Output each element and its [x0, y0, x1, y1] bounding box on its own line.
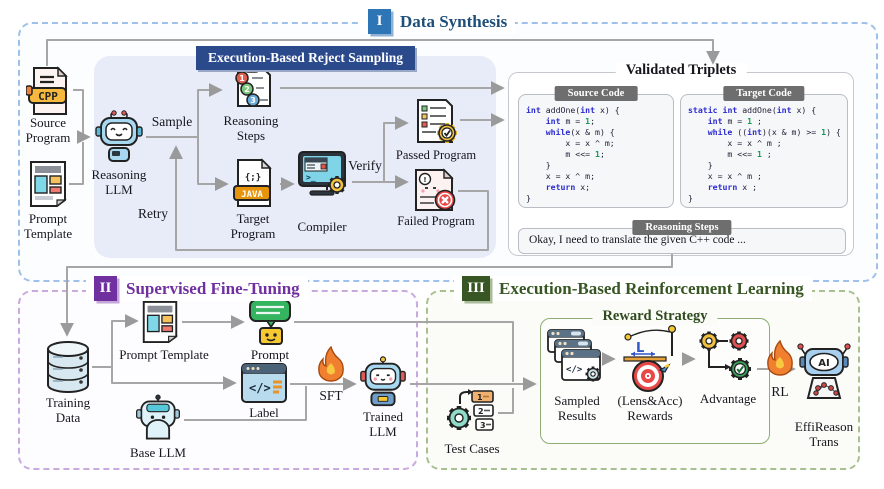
reasoning-steps-icon: 1 2 3: [235, 63, 271, 107]
failed-program-icon: !: [415, 168, 456, 211]
svg-text:1: 1: [239, 74, 245, 83]
reject-sampling-panel-title: Execution-Based Reject Sampling: [196, 46, 415, 70]
advantage-label: Advantage: [699, 391, 757, 406]
section-3-header: III Execution-Based Reinforcement Learni…: [454, 276, 812, 301]
svg-text:3: 3: [250, 96, 256, 105]
sample-edge-label: Sample: [151, 114, 193, 129]
test-cases-icon: 1 2 3: [447, 389, 494, 431]
ai-badge: AI: [818, 358, 829, 369]
reward-strategy-title: Reward Strategy: [592, 308, 718, 325]
lens-letter: L: [636, 341, 644, 356]
source-code-text: int addOne(int x) { int m = 1; while(x &…: [526, 105, 620, 203]
sampled-results-icon: </>: [547, 329, 601, 382]
sft-fire-icon: [318, 346, 344, 382]
label-label: Label: [249, 405, 279, 420]
test-chip-3: 3: [480, 421, 486, 430]
rl-fire-icon: [767, 340, 793, 376]
svg-text:</>: </>: [566, 365, 583, 375]
rewards-target-icon: L: [623, 324, 676, 392]
sft-edge-label: SFT: [319, 388, 343, 403]
svg-text:</>: </>: [249, 381, 271, 395]
section-2-title: Supervised Fine-Tuning: [126, 278, 300, 298]
reasoning-steps-text: Okay, I need to translate the given C++ …: [529, 234, 746, 246]
section-3-numeral-badge: III: [462, 276, 490, 301]
compiler-icon: >_: [298, 151, 346, 196]
passed-program-label: Passed Program: [395, 148, 477, 162]
svg-text:>_: >_: [306, 173, 316, 182]
section-2-header: II Supervised Fine-Tuning: [86, 276, 308, 301]
test-cases-label: Test Cases: [444, 441, 500, 456]
sampled-results-label: Sampled Results: [554, 393, 600, 423]
training-data-icon: [47, 341, 89, 393]
verify-edge-label: Verify: [348, 158, 382, 173]
svg-text:2: 2: [244, 85, 250, 94]
retry-edge-label: Retry: [138, 206, 168, 221]
prompt-icon: [249, 299, 291, 345]
compiler-label: Compiler: [297, 219, 347, 234]
reasoning-llm-label: Reasoning LLM: [91, 167, 147, 197]
base-llm-label: Base LLM: [130, 445, 186, 460]
section-1-title: Data Synthesis: [400, 11, 508, 31]
java-badge: JAVA: [241, 190, 263, 200]
test-chip-2: 2: [478, 407, 484, 416]
target-code-text: static int addOne(int x) { int m = 1 ; w…: [688, 105, 841, 203]
test-chip-1: 1: [477, 393, 483, 402]
advantage-icon: [699, 331, 751, 380]
prompt-template-label: Prompt Template: [23, 211, 73, 241]
rl-edge-label: RL: [771, 384, 789, 399]
section-1-numeral-badge: I: [368, 9, 391, 34]
prompt-label: Prompt: [250, 347, 290, 362]
trained-llm-icon: [360, 356, 406, 407]
effireason-trans-icon: AI: [797, 343, 851, 399]
prompt-template-2-label: Prompt Template: [119, 347, 209, 362]
source-code-block: Source Code int addOne(int x) { int m = …: [518, 86, 674, 208]
reasoning-steps-block: Reasoning Steps Okay, I need to translat…: [518, 220, 846, 254]
source-program-label: Source Program: [25, 115, 71, 145]
validated-triplets-title: Validated Triplets: [615, 62, 747, 79]
target-code-header: Target Code: [723, 86, 805, 101]
failed-program-label: Failed Program: [397, 214, 475, 228]
reasoning-llm-icon: [95, 110, 143, 162]
effireason-trans-label: EffiReason Trans: [794, 419, 854, 449]
source-code-header: Source Code: [554, 86, 638, 101]
target-code-block: Target Code static int addOne(int x) { i…: [680, 86, 848, 208]
base-llm-icon: [135, 394, 181, 440]
rewards-label: (Lens&Acc) Rewards: [617, 393, 683, 423]
cpp-badge: CPP: [38, 90, 58, 103]
trained-llm-label: Trained LLM: [363, 409, 403, 439]
svg-text:!: !: [423, 176, 426, 184]
training-data-label: Training Data: [45, 395, 91, 425]
passed-program-icon: [417, 99, 457, 143]
section-3-title: Execution-Based Reinforcement Learning: [499, 278, 804, 298]
cpp-file-icon: CPP: [26, 66, 68, 115]
target-program-label: Target Program: [230, 211, 276, 241]
java-file-icon: {;} JAVA: [233, 158, 272, 207]
label-icon: </>: [241, 363, 287, 403]
prompt-template-icon: [30, 161, 67, 208]
brace-glyph: {;}: [245, 173, 261, 183]
prompt-template-2-icon: [142, 300, 178, 344]
reasoning-steps-header: Reasoning Steps: [632, 220, 732, 235]
section-1-header: I Data Synthesis: [360, 9, 516, 34]
section-2-numeral-badge: II: [94, 276, 117, 301]
reasoning-steps-label: Reasoning Steps: [223, 113, 279, 143]
